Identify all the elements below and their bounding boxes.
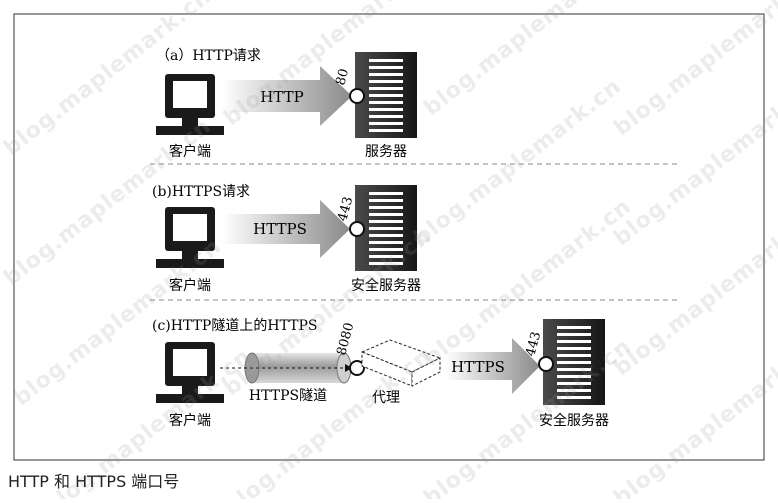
section-a-title: （a）HTTP请求 <box>156 48 261 64</box>
section-c-proxy-label: 代理 <box>372 390 400 406</box>
section-c-client-label: 客户端 <box>169 412 211 429</box>
client-computer-icon <box>156 207 224 268</box>
section-a-client-label: 客户端 <box>169 143 211 160</box>
section-c-arrow-label: HTTPS <box>451 358 505 376</box>
port-8080-circle-icon <box>349 360 365 376</box>
section-a-arrow <box>222 66 352 126</box>
section-c-server-label: 安全服务器 <box>539 412 609 429</box>
port-443-circle-icon <box>538 356 554 372</box>
section-c-arrow <box>446 338 540 394</box>
section-c-tunnel-label: HTTPS隧道 <box>249 388 327 404</box>
section-b-title: (b)HTTPS请求 <box>152 184 250 200</box>
port-443-circle-icon <box>349 221 365 237</box>
section-b-arrow-label: HTTPS <box>253 220 307 238</box>
proxy-box-icon <box>360 339 442 387</box>
section-b-port: 443 <box>335 195 356 223</box>
client-computer-icon <box>156 342 224 403</box>
diagram-frame <box>13 13 765 461</box>
port-80-circle-icon <box>349 88 365 104</box>
section-a-server-label: 服务器 <box>365 144 407 160</box>
section-a-arrow-label: HTTP <box>260 88 303 106</box>
client-computer-icon <box>156 74 224 135</box>
section-b-client-label: 客户端 <box>169 277 211 294</box>
section-c-title: (c)HTTP隧道上的HTTPS <box>152 318 317 334</box>
tunnel-arrowhead-icon <box>345 364 352 372</box>
figure-caption: HTTP 和 HTTPS 端口号 <box>8 472 180 491</box>
section-b-server-label: 安全服务器 <box>351 277 421 294</box>
section-c-port: 443 <box>523 330 544 358</box>
section-a-port: 80 <box>333 67 352 87</box>
section-b-arrow <box>222 200 350 258</box>
section-c-proxy-port: 8080 <box>334 321 357 357</box>
